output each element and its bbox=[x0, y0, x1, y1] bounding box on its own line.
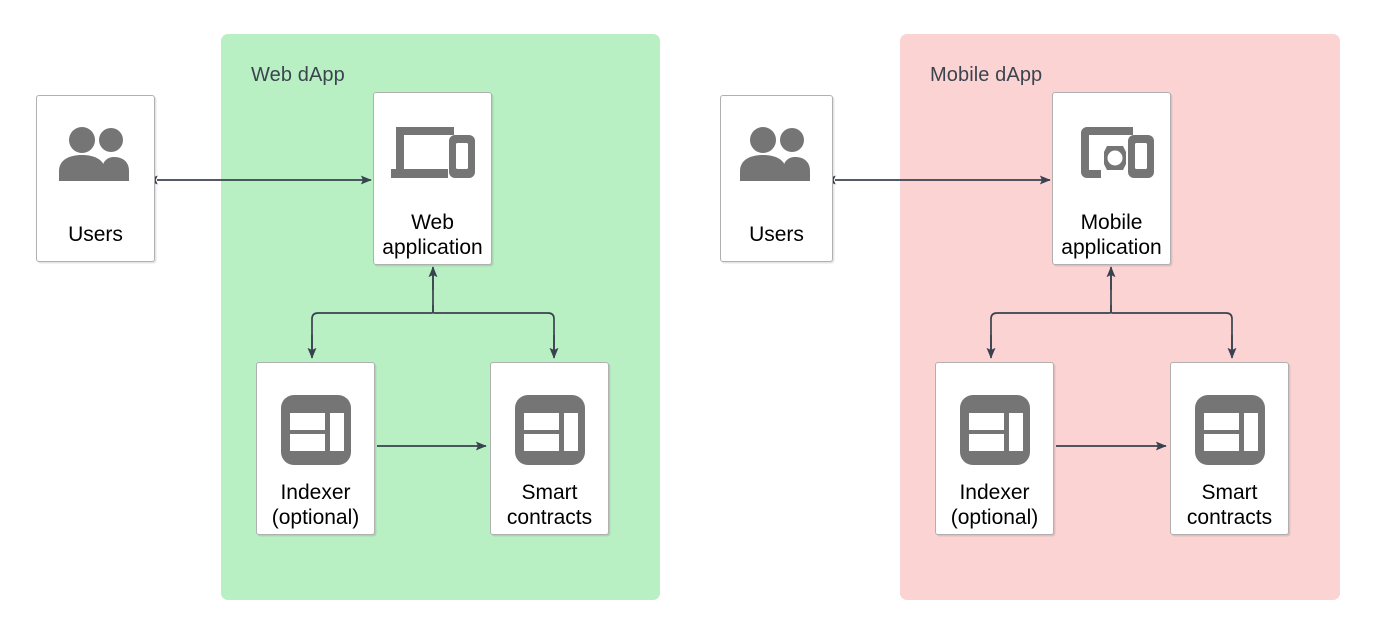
node-label-line: Mobile bbox=[1080, 211, 1143, 234]
node-label: Web application bbox=[382, 210, 482, 260]
node-mobile-application[interactable]: Mobile application bbox=[1052, 92, 1171, 265]
web-devices-icon bbox=[390, 119, 476, 181]
node-label-line: Indexer bbox=[959, 481, 1030, 504]
node-web-application[interactable]: Web application bbox=[373, 92, 492, 265]
node-indexer-mobile[interactable]: Indexer (optional) bbox=[935, 362, 1054, 535]
users-icon bbox=[738, 126, 816, 182]
group-label-web-dapp: Web dApp bbox=[251, 64, 345, 86]
node-label-line: application bbox=[382, 236, 483, 259]
mobile-devices-icon bbox=[1069, 119, 1155, 181]
dashboard-icon bbox=[279, 393, 353, 467]
node-label: Users bbox=[68, 222, 123, 247]
node-label-line: Web bbox=[411, 211, 454, 234]
node-label-line: contracts bbox=[1186, 506, 1273, 529]
node-label-line: (optional) bbox=[950, 506, 1039, 529]
node-label-line: application bbox=[1061, 236, 1162, 259]
node-label-line: contracts bbox=[506, 506, 593, 529]
node-label: Smart contracts bbox=[1187, 480, 1272, 530]
node-label: Indexer (optional) bbox=[272, 480, 360, 530]
node-users-web[interactable]: Users bbox=[36, 95, 155, 262]
node-label-line: Users bbox=[68, 223, 123, 246]
node-indexer-web[interactable]: Indexer (optional) bbox=[256, 362, 375, 535]
node-label: Mobile application bbox=[1061, 210, 1161, 260]
node-smart-contracts-web[interactable]: Smart contracts bbox=[490, 362, 609, 535]
node-smart-contracts-mobile[interactable]: Smart contracts bbox=[1170, 362, 1289, 535]
node-label-line: Users bbox=[749, 223, 804, 246]
group-label-mobile-dapp: Mobile dApp bbox=[930, 64, 1043, 86]
node-label: Indexer (optional) bbox=[951, 480, 1039, 530]
users-icon bbox=[57, 126, 135, 182]
node-label-line: Smart bbox=[521, 481, 578, 504]
node-label-line: (optional) bbox=[271, 506, 360, 529]
node-label-line: Smart bbox=[1201, 481, 1258, 504]
dashboard-icon bbox=[513, 393, 587, 467]
node-label: Smart contracts bbox=[507, 480, 592, 530]
dashboard-icon bbox=[958, 393, 1032, 467]
node-label-line: Indexer bbox=[280, 481, 351, 504]
node-users-mobile[interactable]: Users bbox=[720, 95, 833, 262]
node-label: Users bbox=[749, 222, 804, 247]
dashboard-icon bbox=[1193, 393, 1267, 467]
